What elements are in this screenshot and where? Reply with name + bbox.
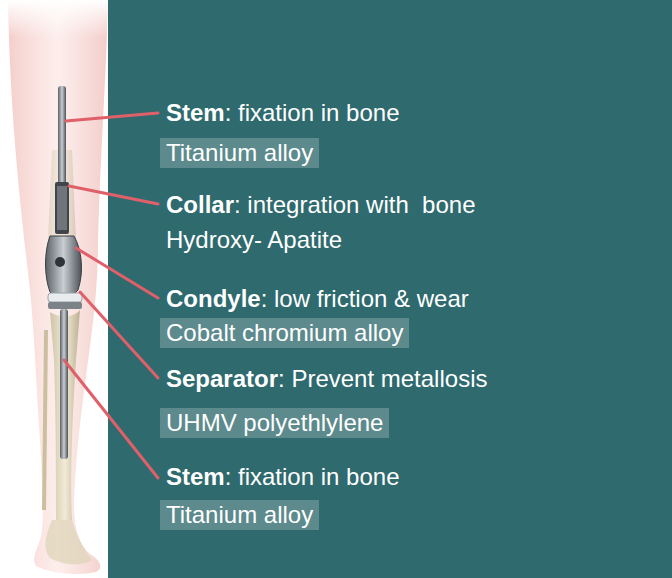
material-label: Hydroxy- Apatite bbox=[166, 225, 342, 255]
material-label: Titanium alloy bbox=[160, 500, 319, 530]
part-heading: Stem: fixation in bone bbox=[166, 98, 399, 128]
material-label: UHMV polyethlylene bbox=[160, 408, 389, 438]
part-heading: Collar: integration with bone bbox=[166, 190, 476, 220]
part-heading: Stem: fixation in bone bbox=[166, 462, 399, 492]
material-label: Titanium alloy bbox=[160, 138, 319, 168]
part-heading: Separator: Prevent metallosis bbox=[166, 364, 487, 394]
material-label: Cobalt chromium alloy bbox=[160, 318, 409, 348]
part-heading: Condyle: low friction & wear bbox=[166, 284, 469, 314]
